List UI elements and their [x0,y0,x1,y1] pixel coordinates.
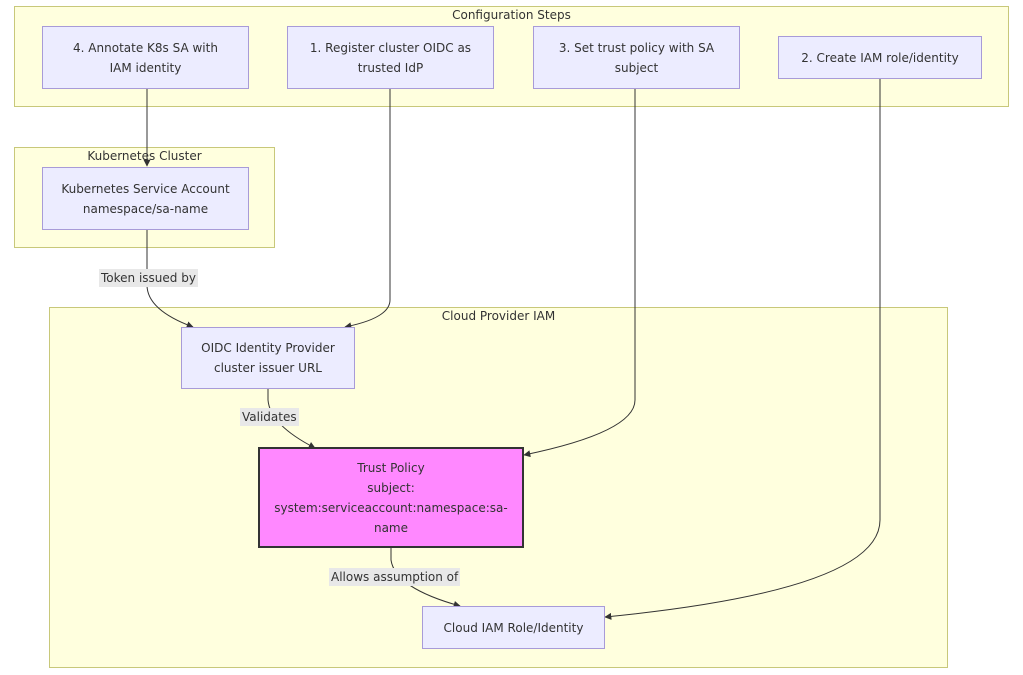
node-cloud-iam-role: Cloud IAM Role/Identity [422,606,605,649]
node-line: cluster issuer URL [213,361,322,375]
edge-label-token-issued-by: Token issued by [99,269,198,287]
node-line: 3. Set trust policy with SA [558,40,715,55]
node-line: 2. Create IAM role/identity [801,50,959,65]
node-line: 1. Register cluster OIDC as [309,40,472,55]
node-line: Kubernetes Service Account [61,181,230,196]
cluster-title: Configuration Steps [452,8,571,22]
node-line: namespace/sa-name [82,201,209,216]
node-trust-policy: Trust Policy subject: system:serviceaccoun… [258,447,524,548]
node-line: subject [614,60,659,75]
cluster-title: Kubernetes Cluster [87,149,202,163]
edge-step3-to-trust [523,89,636,458]
node-step3-trust-policy: 3. Set trust policy with SA subject [533,26,740,89]
node-step1-register-oidc: 1. Register cluster OIDC as trusted IdP [287,26,494,89]
edge-label-validates: Validates [240,408,299,426]
node-line: 4. Annotate K8s SA with [73,40,218,55]
node-line: name [373,520,408,535]
node-kubernetes-service-account: Kubernetes Service Account namespace/sa-n… [42,167,249,230]
node-line: IAM identity [109,60,182,75]
node-line: OIDC Identity Provider [201,341,335,355]
node-oidc-identity-provider: OIDC Identity Provider cluster issuer URL [181,327,355,389]
node-line: trusted IdP [357,60,424,75]
node-line: Trust Policy [357,460,425,475]
edge-step1-to-oidc [344,89,391,330]
node-line: subject: [367,480,415,495]
edge-step2-to-role [604,79,881,620]
node-line: Cloud IAM Role/Identity [443,620,584,635]
node-line: system:serviceaccount:namespace:sa- [274,500,508,515]
cluster-title: Cloud Provider IAM [441,309,556,323]
node-step2-create-role: 2. Create IAM role/identity [778,36,982,79]
edge-label-allows-assumption: Allows assumption of [329,568,461,586]
